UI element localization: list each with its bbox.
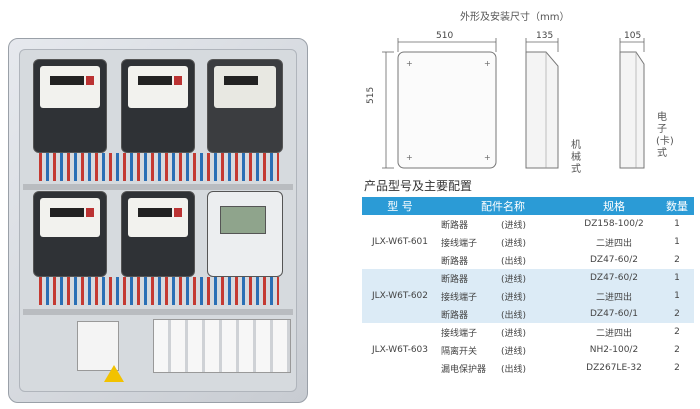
qty-cell: 2: [660, 251, 694, 269]
part-note: (进线): [501, 292, 527, 303]
part-cell: 接线端子 (进线): [438, 287, 568, 305]
dimension-drawing: + + + +: [382, 38, 645, 169]
qty-cell: 1: [660, 269, 694, 287]
table-row: 接线端子 (进线) 二进四出 1: [362, 287, 694, 305]
spec-cell: DZ47-60/1: [568, 305, 660, 323]
model-cell: JLX-W6T-601: [362, 215, 438, 269]
electric-meter: [121, 191, 195, 277]
table-header-row: 型 号 配件名称 规格 数量: [362, 197, 694, 215]
header-part-name: 配件名称: [438, 197, 568, 215]
part-note: (进线): [501, 274, 527, 285]
config-title: 产品型号及主要配置: [364, 179, 473, 193]
svg-text:+: +: [484, 59, 491, 68]
part-note: (进线): [501, 328, 527, 339]
part-cell: 漏电保护器 (出线): [438, 359, 568, 377]
part-name: 断路器: [441, 256, 469, 267]
electric-meter: [207, 59, 283, 153]
qty-cell: 1: [660, 215, 694, 233]
table-row: 隔离开关 (进线) NH2-100/2 2: [362, 341, 694, 359]
svg-text:+: +: [406, 59, 413, 68]
part-cell: 接线端子 (进线): [438, 233, 568, 251]
mechanical-type-label: 机械式: [571, 140, 581, 175]
header-model: 型 号: [362, 197, 438, 215]
qty-cell: 2: [660, 359, 694, 377]
spec-cell: 二进四出: [568, 233, 660, 251]
part-name: 断路器: [441, 274, 469, 285]
part-name: 接线端子: [441, 328, 478, 339]
spec-cell: NH2-100/2: [568, 341, 660, 359]
table-row: JLX-W6T-602 断路器 (进线) DZ47-60/2 1: [362, 269, 694, 323]
qty-cell: 2: [660, 305, 694, 323]
table-row: 断路器 (出线) DZ47-60/2 2: [362, 251, 694, 269]
part-cell: 接线端子 (进线): [438, 323, 568, 341]
mounting-rail: [23, 309, 293, 315]
electric-meter: [121, 59, 195, 153]
spec-cell: DZ47-60/2: [568, 269, 660, 287]
spec-cell: 二进四出: [568, 287, 660, 305]
electric-meter: [33, 59, 107, 153]
qty-cell: 1: [660, 287, 694, 305]
svg-text:+: +: [406, 153, 413, 162]
part-note: (进线): [501, 220, 527, 231]
digital-meter: [207, 191, 283, 277]
main-breaker: [77, 321, 119, 371]
part-name: 断路器: [441, 310, 469, 321]
part-name: 隔离开关: [441, 346, 478, 357]
part-name: 接线端子: [441, 238, 478, 249]
qty-cell: 1: [660, 233, 694, 251]
model-cell: JLX-W6T-603: [362, 323, 438, 377]
header-spec: 规格: [568, 197, 660, 215]
table-row: 漏电保护器 (出线) DZ267LE-32 2: [362, 359, 694, 377]
qty-cell: 2: [660, 323, 694, 341]
config-table: 型 号 配件名称 规格 数量 JLX-W6T-601 断路器 (进线) DZ158…: [362, 197, 694, 377]
drawing-title: 外形及安装尺寸（mm）: [460, 12, 570, 23]
part-name: 漏电保护器: [441, 364, 487, 375]
height-dimension: 515: [366, 86, 376, 104]
part-cell: 隔离开关 (进线): [438, 341, 568, 359]
elec-depth-dimension: 105: [624, 31, 642, 41]
table-row: JLX-W6T-603 接线端子 (进线) 二进四出 2: [362, 323, 694, 377]
part-note: (出线): [501, 310, 527, 321]
svg-text:+: +: [484, 153, 491, 162]
part-cell: 断路器 (出线): [438, 305, 568, 323]
spec-cell: DZ158-100/2: [568, 215, 660, 233]
part-note: (出线): [501, 364, 527, 375]
part-cell: 断路器 (进线): [438, 215, 568, 233]
wiring: [39, 277, 279, 305]
table-row: 断路器 (出线) DZ47-60/1 2: [362, 305, 694, 323]
part-name: 断路器: [441, 220, 469, 231]
cabinet-body: [8, 38, 308, 403]
spec-cell: DZ47-60/2: [568, 251, 660, 269]
electronic-type-label: 电子(卡)式: [656, 112, 674, 159]
mech-depth-dimension: 135: [536, 31, 554, 41]
part-cell: 断路器 (进线): [438, 269, 568, 287]
meter-box-photo: [8, 38, 308, 403]
part-note: (出线): [501, 256, 527, 267]
qty-cell: 2: [660, 341, 694, 359]
wiring: [39, 153, 279, 181]
width-dimension: 510: [436, 31, 454, 41]
spec-cell: 二进四出: [568, 323, 660, 341]
part-note: (进线): [501, 238, 527, 249]
breaker-row: [153, 319, 291, 373]
table-row: 接线端子 (进线) 二进四出 1: [362, 233, 694, 251]
header-qty: 数量: [660, 197, 694, 215]
warning-triangle-icon: [104, 365, 124, 382]
part-name: 接线端子: [441, 292, 478, 303]
part-note: (进线): [501, 346, 527, 357]
spec-cell: DZ267LE-32: [568, 359, 660, 377]
electric-meter: [33, 191, 107, 277]
part-cell: 断路器 (出线): [438, 251, 568, 269]
table-row: JLX-W6T-601 断路器 (进线) DZ158-100/2 1: [362, 215, 694, 269]
mounting-rail: [23, 184, 293, 190]
model-cell: JLX-W6T-602: [362, 269, 438, 323]
